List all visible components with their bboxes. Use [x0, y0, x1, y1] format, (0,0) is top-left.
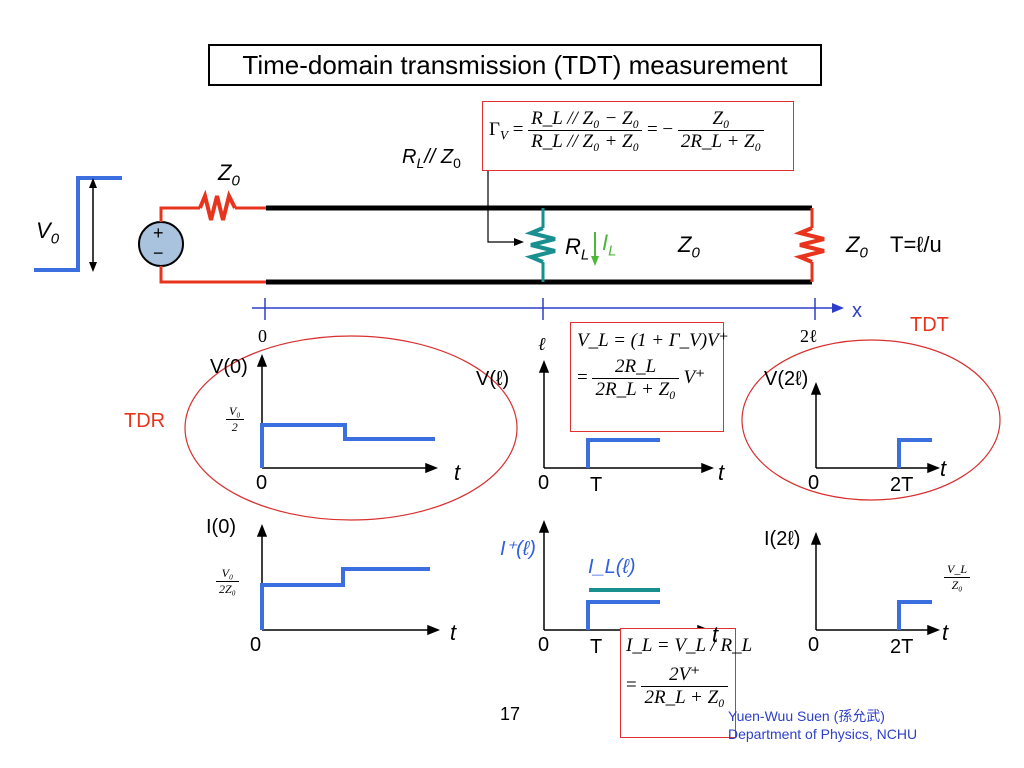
v0-arrow-head-top	[89, 178, 97, 188]
plot-v2l-xlabel: t	[940, 456, 947, 481]
footer-author: Yuen-Wuu Suen (孫允武)	[728, 708, 885, 724]
plot-v0-xlabel: t	[454, 460, 461, 485]
source-plus-sign: +	[153, 223, 164, 243]
x-tick-0-label: 0	[258, 326, 267, 346]
plot-vl-time-tick: T	[590, 474, 603, 496]
plot-i0-ylabel: I(0)	[206, 516, 236, 538]
plot-i2l-xlabel: t	[942, 620, 949, 645]
plot-ipl-ylabel: I⁺(ℓ)	[500, 538, 536, 560]
il-arrow-head	[591, 256, 599, 266]
footer-department: Department of Physics, NCHU	[728, 726, 918, 742]
plot-v2l-axes	[810, 381, 941, 474]
plot-ipl-time-tick: T	[590, 636, 603, 658]
plot-i0-origin: 0	[250, 634, 262, 656]
plot-i2l-origin: 0	[808, 634, 820, 656]
line-z0-label: Z0	[678, 232, 700, 262]
plot-v2l-origin: 0	[808, 472, 820, 494]
plot-i2l-trace	[897, 600, 932, 630]
plot-i0-trace	[260, 567, 430, 630]
load-z0-label: Z0	[846, 232, 868, 262]
rl-label: RL	[565, 234, 590, 264]
tdt-ellipse	[741, 339, 1001, 501]
tdr-ellipse	[184, 335, 518, 521]
delay-label: T=ℓ/u	[890, 232, 942, 257]
plot-v0-trace	[260, 423, 435, 468]
page-number: 17	[500, 704, 521, 724]
source-wire-top	[159, 206, 200, 222]
shunt-equivalent-label: RL// Z0	[402, 146, 461, 171]
il-equation-box: I_L = V_L / R_L = 2V⁺2R_L + Z₀	[620, 628, 752, 738]
slide-title: Time-domain transmission (TDT) measureme…	[208, 44, 822, 86]
v0-step-waveform	[34, 176, 122, 272]
x-tick-2l-label: 2ℓ	[800, 326, 818, 346]
x-tick-l-label: ℓ	[538, 334, 546, 354]
source-resistor-z0	[198, 189, 237, 221]
source-minus-sign: −	[153, 243, 164, 263]
plot-i2l-ylabel: I(2ℓ)	[764, 528, 801, 550]
plot-i2l-time-tick: 2T	[890, 636, 914, 658]
plot-vl-axes	[538, 359, 715, 474]
plot-v2l-ylabel: V(2ℓ)	[764, 368, 809, 390]
shunt-resistor-rl	[524, 226, 556, 264]
plot-i0-xlabel: t	[450, 620, 457, 645]
plot-v0-origin: 0	[256, 472, 268, 494]
plot-vl-origin: 0	[538, 472, 550, 494]
tdt-label: TDT	[910, 314, 949, 336]
plot-v2l-time-tick: 2T	[890, 474, 914, 496]
plot-v2l-trace	[897, 438, 932, 468]
pointer-line	[487, 152, 518, 243]
plot-ipl-xlabel: t	[712, 622, 719, 647]
plot-vl-trace	[586, 438, 660, 468]
plot-vl-xlabel: t	[718, 460, 725, 485]
v0-label: V0	[36, 218, 60, 248]
pointer-arrow-head	[514, 238, 524, 246]
plot-ipl-series2-label: I_L(ℓ)	[588, 556, 636, 578]
plot-v0-ylabel: V(0)	[210, 356, 248, 378]
x-axis-arrow-head	[832, 303, 844, 313]
source-wire-bottom	[159, 266, 266, 284]
plot-ipl-trace	[586, 600, 660, 630]
plot-v0-axes	[256, 353, 439, 474]
plot-ipl-origin: 0	[538, 634, 550, 656]
tdr-label: TDR	[124, 410, 166, 432]
x-axis-label: x	[852, 300, 862, 322]
plot-i0-axes	[256, 523, 441, 636]
il-label: IL	[602, 230, 617, 260]
plot-vl-ylabel: V(ℓ)	[476, 368, 510, 390]
v0-arrow-head-bottom	[89, 262, 97, 272]
plot-i2l-axes	[810, 531, 941, 636]
load-resistor-z0	[793, 226, 825, 264]
source-z0-label: Z0	[218, 160, 240, 190]
